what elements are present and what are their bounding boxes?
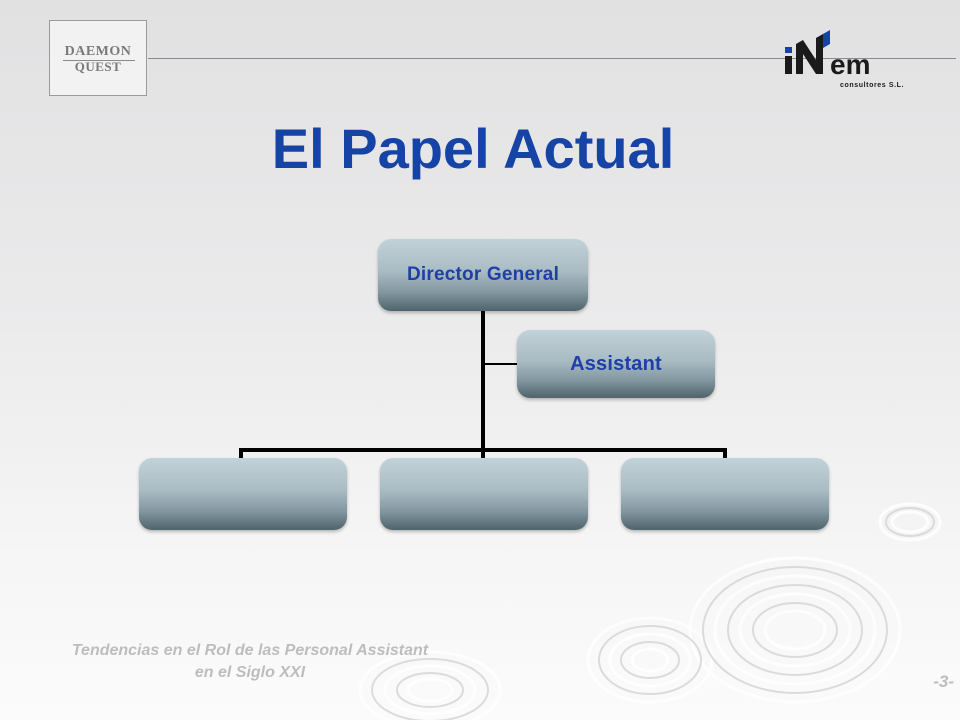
footer-caption: Tendencias en el Rol de las Personal Ass… xyxy=(30,640,470,684)
footer-caption-line1: Tendencias en el Rol de las Personal Ass… xyxy=(71,642,429,659)
daemon-quest-logo-line2: QUEST xyxy=(74,59,122,74)
org-node-subordinate-1 xyxy=(139,458,347,530)
inem-logo-suffix: em xyxy=(830,49,870,80)
org-node-assistant-label: Assistant xyxy=(570,352,662,375)
daemon-quest-logo-rule xyxy=(63,60,135,61)
page-number: -3- xyxy=(933,672,954,691)
org-node-subordinate-2 xyxy=(380,458,588,530)
footer-caption-line2: en el Siglo XXI xyxy=(194,664,306,681)
org-node-director-general-label: Director General xyxy=(406,264,560,285)
inem-logo-subtitle: consultores S.L. xyxy=(840,82,905,89)
org-node-subordinate-3 xyxy=(621,458,829,530)
org-node-assistant: Assistant xyxy=(517,330,715,398)
inem-logo: em consultores S.L. xyxy=(782,30,912,94)
daemon-quest-logo: DAEMON QUEST xyxy=(49,20,147,96)
inem-logo-mark: em xyxy=(785,30,870,80)
header-divider xyxy=(148,58,956,59)
daemon-quest-logo-line1: DAEMON xyxy=(64,44,132,59)
org-node-director-general: Director General xyxy=(378,239,588,311)
page-title: El Papel Actual xyxy=(271,117,675,180)
